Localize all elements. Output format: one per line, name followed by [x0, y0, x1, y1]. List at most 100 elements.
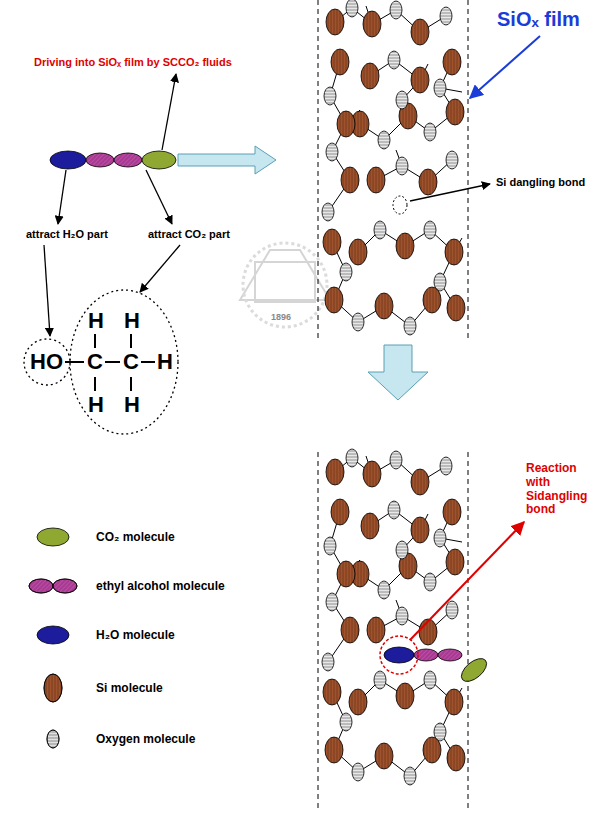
bond-line [332, 242, 432, 326]
oxygen-atom [378, 581, 390, 599]
watermark: 1896 [271, 312, 291, 322]
atom-hatch [322, 203, 334, 221]
oxygen-atom [424, 671, 436, 689]
atom-hatch [440, 7, 452, 25]
si-atom [411, 19, 429, 45]
atom-hatch [325, 287, 343, 313]
atom-hatch [396, 607, 408, 625]
atom-hatch [424, 123, 436, 141]
si-atom [447, 295, 465, 321]
atom-hatch [396, 157, 408, 175]
atom-hatch [411, 469, 429, 495]
atom-hatch [323, 679, 341, 705]
atom-hatch [419, 619, 437, 645]
oxygen-atom [388, 501, 400, 519]
si-atom [363, 461, 381, 487]
swatch-hatch [44, 674, 62, 702]
reacting-molecule [380, 522, 524, 686]
oxygen-atom [352, 763, 364, 781]
si-atom [446, 549, 464, 575]
oxygen-atom [404, 317, 416, 335]
oxygen-atom [404, 767, 416, 785]
si-atom [361, 513, 379, 539]
legend-entry: CO₂ molecule [24, 519, 175, 555]
swatch-shape [37, 626, 69, 644]
atom-hatch [446, 151, 458, 169]
atom-hatch [322, 653, 334, 671]
atom-hatch [349, 689, 367, 715]
atom-hatch [396, 233, 414, 259]
si-atom [341, 167, 359, 193]
atom-hatch [337, 561, 355, 587]
atom-hatch [326, 593, 338, 611]
oxygen-atom [340, 713, 352, 731]
atom-symbol: H [124, 308, 140, 333]
oxygen-atom [374, 671, 386, 689]
oxygen-atom [424, 221, 436, 239]
atom-symbol: HO [30, 349, 63, 374]
swatch-hatch [53, 579, 77, 593]
oxygen-atom [378, 131, 390, 149]
atom-hatch [411, 67, 429, 93]
legend-swatch [24, 569, 82, 603]
callout-label: attract CO₂ part [148, 228, 230, 241]
legend-swatch [24, 671, 82, 705]
atom-hatch [375, 743, 393, 769]
atom-hatch [341, 617, 359, 643]
atom-hatch [390, 451, 402, 469]
oxygen-atom [424, 123, 436, 141]
atom-hatch [341, 167, 359, 193]
legend-text: Oxygen molecule [96, 732, 195, 746]
bond-line [376, 610, 452, 632]
si-atom [337, 561, 355, 587]
atom-symbol: H [124, 392, 140, 417]
atom-hatch [363, 11, 381, 37]
atom-hatch [340, 263, 352, 281]
atom-symbol: H [88, 392, 104, 417]
atom-hatch [446, 549, 464, 575]
atom-hatch [378, 131, 390, 149]
oxygen-atom [390, 451, 402, 469]
atom-hatch [396, 91, 408, 109]
legend-entry: ethyl alcohol molecule [24, 568, 225, 604]
atom-hatch [443, 499, 461, 525]
h2o-part-circle [24, 339, 70, 385]
legend-text: Si molecule [96, 681, 163, 695]
oxygen-atom [446, 151, 458, 169]
oxygen-atom [424, 573, 436, 591]
chemical-bonds [65, 334, 155, 391]
oxygen-atom [434, 79, 446, 97]
atom-hatch [352, 313, 364, 331]
si-atom [396, 683, 414, 709]
si-atom [443, 49, 461, 75]
oxygen-atom [440, 457, 452, 475]
swatch-hatch [29, 579, 53, 593]
atom-hatch [352, 763, 364, 781]
atom-hatch [325, 737, 343, 763]
oxygen-atom [390, 1, 402, 19]
si-atom [323, 679, 341, 705]
si-atom [331, 49, 349, 75]
callout-label: Reaction with Sidangling bond [526, 462, 600, 517]
oxygen-atom [340, 263, 352, 281]
atom-hatch [434, 529, 446, 547]
si-atom [447, 745, 465, 771]
legend-swatch [24, 618, 82, 652]
atom-hatch [423, 287, 441, 313]
oxygen-atom [388, 51, 400, 69]
si-atom [337, 111, 355, 137]
atom-hatch [446, 99, 464, 125]
oxygen-atom [324, 87, 336, 105]
si-atom [375, 743, 393, 769]
oxygen-atom [326, 593, 338, 611]
bond-line [376, 160, 452, 182]
oxygen-atom [374, 221, 386, 239]
callout-label: Si dangling bond [496, 176, 585, 189]
atom-hatch [363, 461, 381, 487]
callout-label: attract H₂O part [26, 228, 108, 241]
siox-panel [322, 0, 465, 335]
atom-hatch [390, 1, 402, 19]
swatch-shape [47, 730, 59, 748]
film-arrow [470, 36, 540, 98]
